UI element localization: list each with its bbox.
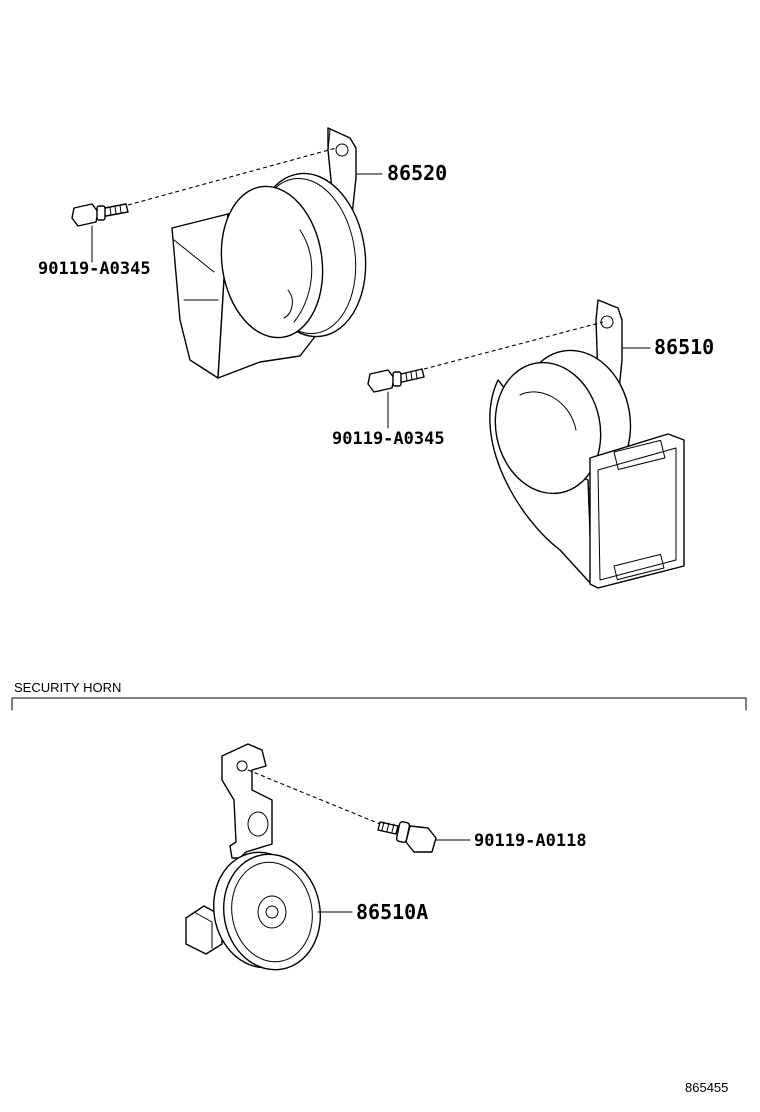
label-bolt-middle[interactable]: 90119-A0345	[332, 429, 445, 449]
bolt-middle-path	[423, 321, 604, 370]
bolt-security-path	[247, 769, 381, 825]
bolt-security[interactable]	[377, 821, 437, 853]
section-title: SECURITY HORN	[14, 680, 121, 695]
horn-86520[interactable]	[171, 127, 376, 379]
bolt-upper[interactable]	[71, 203, 129, 227]
label-86510A[interactable]: 86510A	[356, 900, 428, 924]
label-86510[interactable]: 86510	[654, 335, 714, 359]
label-86520[interactable]: 86520	[387, 161, 447, 185]
label-bolt-security[interactable]: 90119-A0118	[474, 831, 587, 851]
label-bolt-upper[interactable]: 90119-A0345	[38, 259, 151, 279]
bolt-upper-path	[127, 147, 337, 206]
diagram-id: 865455	[685, 1080, 728, 1095]
security-horn-86510A[interactable]	[185, 743, 329, 977]
section-bracket	[11, 697, 747, 711]
horn-86510[interactable]	[483, 299, 685, 589]
bolt-middle[interactable]	[367, 368, 425, 393]
